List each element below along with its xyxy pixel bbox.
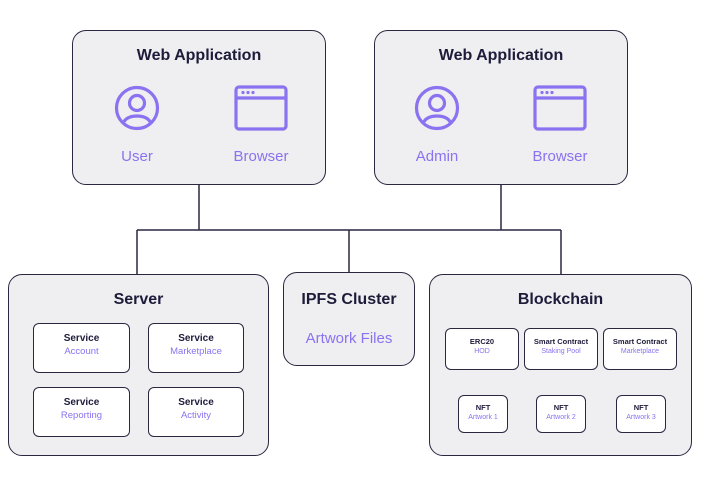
card-subtitle: Account — [64, 346, 99, 357]
user-label: User — [121, 148, 153, 165]
smart-contract-marketplace-card: Smart Contract Marketplace — [603, 328, 677, 370]
card-subtitle: Marketplace — [170, 346, 222, 357]
card-subtitle: Staking Pool — [541, 348, 581, 355]
card-title: Smart Contract — [612, 337, 668, 346]
panel-title: Server — [113, 291, 164, 308]
card-subtitle: Artwork 3 — [626, 414, 656, 421]
server-panel: Server Service Account Service Marketpla… — [8, 274, 269, 456]
card-title: Service — [178, 397, 214, 408]
nft-artwork-2-card: NFT Artwork 2 — [536, 395, 586, 433]
browser-label: Browser — [233, 148, 289, 165]
erc20-hod-card: ERC20 HOD — [445, 328, 519, 370]
web-application-admin-panel: Web Application Admin Browser — [374, 30, 628, 185]
service-marketplace-card: Service Marketplace — [148, 323, 244, 373]
panel-title: Web Application — [438, 47, 564, 64]
card-subtitle: Artwork 1 — [468, 414, 498, 421]
browser-label: Browser — [532, 148, 588, 165]
card-subtitle: Activity — [180, 410, 212, 421]
card-subtitle: Marketplace — [620, 348, 660, 355]
panel-title: IPFS Cluster — [301, 291, 397, 308]
web-application-user-panel: Web Application User Browser — [72, 30, 326, 185]
browser-window-icon — [533, 85, 587, 131]
card-title: ERC20 — [469, 337, 495, 346]
card-title: NFT — [633, 403, 649, 412]
card-title: Service — [63, 333, 100, 344]
artwork-files-label: Artwork Files — [305, 330, 393, 347]
panel-title: Web Application — [136, 47, 262, 64]
service-reporting-card: Service Reporting — [33, 387, 130, 437]
card-subtitle: HOD — [474, 348, 490, 355]
nft-artwork-1-card: NFT Artwork 1 — [458, 395, 508, 433]
user-circle-icon — [414, 85, 460, 131]
ipfs-cluster-panel: IPFS Cluster Artwork Files — [283, 272, 415, 366]
card-subtitle: Artwork 2 — [546, 414, 576, 421]
service-account-card: Service Account — [33, 323, 130, 373]
card-title: Smart Contract — [533, 337, 589, 346]
card-title: Service — [178, 333, 214, 344]
user-circle-icon — [114, 85, 160, 131]
card-title: NFT — [553, 403, 569, 412]
service-activity-card: Service Activity — [148, 387, 244, 437]
blockchain-panel: Blockchain ERC20 HOD Smart Contract Stak… — [429, 274, 692, 456]
nft-artwork-3-card: NFT Artwork 3 — [616, 395, 666, 433]
admin-label: Admin — [415, 148, 459, 165]
card-subtitle: Reporting — [60, 410, 103, 421]
smart-contract-staking-pool-card: Smart Contract Staking Pool — [524, 328, 598, 370]
card-title: Service — [63, 397, 100, 408]
card-title: NFT — [475, 403, 491, 412]
panel-title: Blockchain — [517, 291, 604, 308]
browser-window-icon — [234, 85, 288, 131]
